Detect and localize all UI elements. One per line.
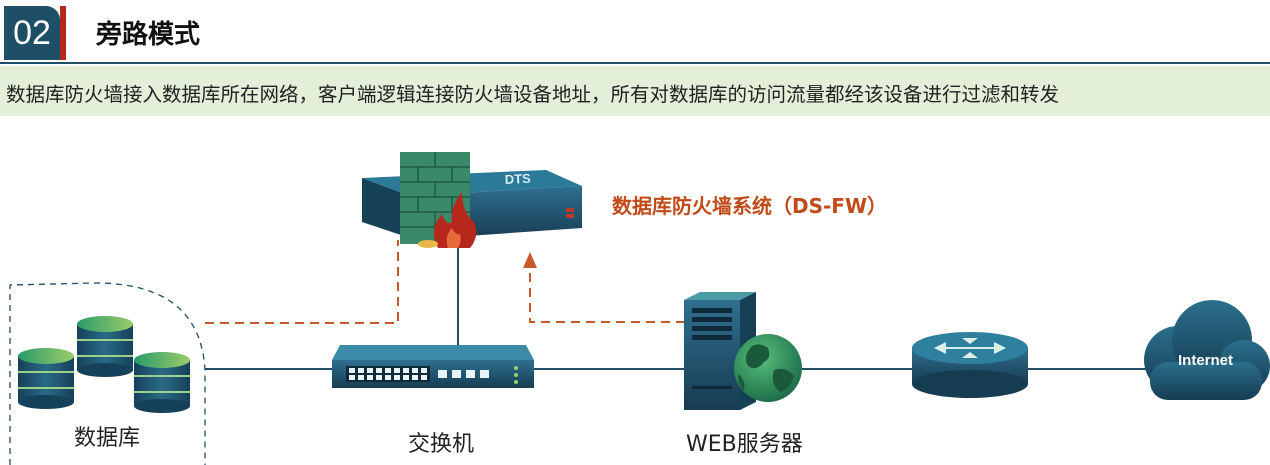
db-to-firewall-dashed <box>205 240 399 324</box>
internet-cloud-icon <box>1144 300 1270 400</box>
description-text: 数据库防火墙接入数据库所在网络，客户端逻辑连接防火墙设备地址，所有对数据库的访问… <box>6 83 1060 106</box>
firewall-system-label: 数据库防火墙系统（DS-FW） <box>612 194 888 218</box>
section-number-badge: 02 <box>4 6 60 60</box>
router-icon <box>912 332 1028 398</box>
web-server-label: WEB服务器 <box>686 432 803 457</box>
badge-accent <box>60 6 66 60</box>
database-label: 数据库 <box>74 426 141 451</box>
internet-label: Internet <box>1178 352 1233 369</box>
firewall-brand-text: DTS <box>504 171 531 187</box>
arrowhead-icon <box>523 252 537 268</box>
description-bar <box>0 66 1270 116</box>
section-title: 旁路模式 <box>96 20 201 50</box>
section-header: 02 旁路模式 <box>0 0 1270 64</box>
header-divider <box>0 62 1270 64</box>
database-zone-outline <box>9 282 206 465</box>
switch-label: 交换机 <box>408 432 475 457</box>
web-to-firewall-dashed <box>529 268 685 323</box>
globe-icon <box>734 334 802 402</box>
firewall-appliance-icon <box>362 152 582 248</box>
database-icon <box>18 316 190 413</box>
switch-icon <box>332 345 534 388</box>
